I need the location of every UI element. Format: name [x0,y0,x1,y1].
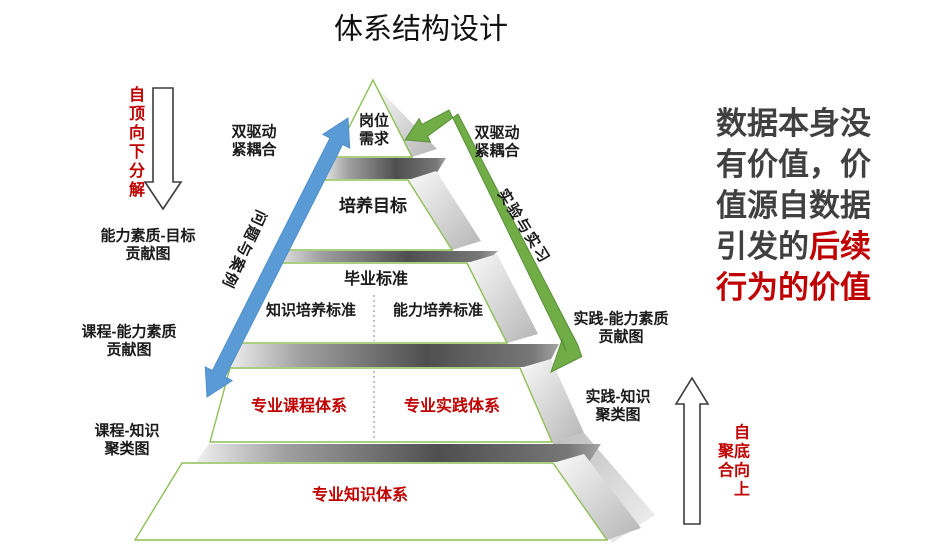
right-dual-drive-coupling-label: 双驱动 紧耦合 [474,124,520,160]
level1-face [332,78,414,158]
data-value-quote: 数据本身没有价值，价值源自数据引发的后续行为的价值 [716,103,892,308]
level3-side-shade [467,254,538,343]
blue-double-arrow [204,117,351,398]
level3-left-knowledge-standard: 知识培养标准 [265,301,357,319]
gap1-shadow [321,158,446,179]
level5-side-shade [553,454,641,540]
gap2-shadow [271,251,498,262]
practice-knowledge-cluster-map-label: 实践-知识 聚类图 [585,388,651,424]
level2-label-training-goal: 培养目标 [339,196,407,216]
quote-black-part: 数据本身没有价值，价值源自数据引发的 [716,106,871,264]
top-down-decompose-label: 自顶向下分解 [126,86,143,200]
gap3-shadow [228,344,559,367]
practice-ability-contribution-map-label: 实践-能力素质 贡献图 [573,310,669,346]
level3-header-graduation-standard: 毕业标准 [343,271,409,289]
level3-right-ability-standard: 能力培养标准 [392,301,484,319]
level4-right-practice-system: 专业实践体系 [403,398,501,416]
green-bent-arrow [404,109,583,373]
ability-goal-contribution-map-label: 能力素质-目标 贡献图 [100,227,196,263]
level4-face [209,367,554,443]
gap4-shadow [196,444,601,462]
bottom-up-arrow-icon [674,376,710,525]
level5-face [133,462,609,541]
top-down-arrow-icon [143,87,183,211]
level4-side-shade [520,359,584,442]
quote-red-part: 后续行为的价值 [716,229,871,305]
level2-side-shade [408,171,481,250]
level5-label-knowledge-system: 专业知识体系 [311,487,409,505]
page-title: 体系结构设计 [333,13,509,46]
course-knowledge-cluster-map-label: 课程-知识 聚类图 [94,422,160,458]
left-dual-drive-coupling-label: 双驱动 紧耦合 [231,123,277,159]
level4-left-course-system: 专业课程体系 [250,398,348,416]
bottom-up-aggregate-label: 自底向上聚合 [715,423,748,499]
course-ability-contribution-map-label: 课程-能力素质 贡献图 [81,323,177,359]
level1-label-job-demand: 岗位 需求 [358,112,390,148]
